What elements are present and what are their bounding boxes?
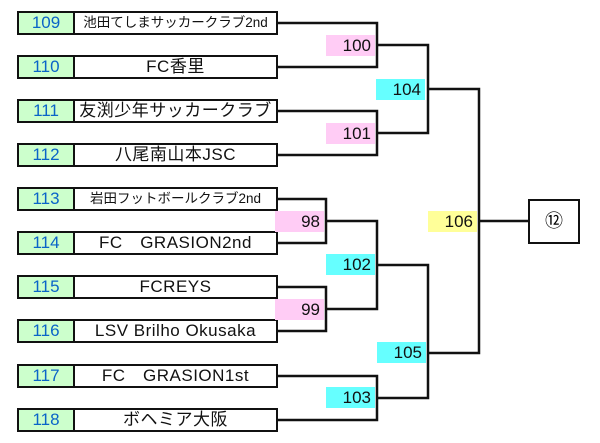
team-row: 116 LSV Brilho Okusaka xyxy=(17,319,278,343)
team-name: FCREYS xyxy=(139,277,212,296)
match-label-104: 104 xyxy=(376,79,425,100)
match-label-102: 102 xyxy=(326,254,375,275)
match-label-99: 99 xyxy=(275,299,324,320)
team-row: 110 FC香里 xyxy=(17,55,278,79)
team-name: 池田てしまサッカークラブ2nd xyxy=(83,15,268,30)
match-label-106: 106 xyxy=(428,211,477,232)
team-row: 109 池田てしまサッカークラブ2nd xyxy=(17,11,278,35)
team-number: 116 xyxy=(19,321,75,341)
team-number: 112 xyxy=(19,145,75,165)
team-name: 友渕少年サッカークラブ xyxy=(79,101,272,120)
team-name: LSV Brilho Okusaka xyxy=(94,321,257,340)
team-number: 109 xyxy=(19,13,75,33)
team-number: 117 xyxy=(19,366,75,386)
team-name: FC GRASION1st xyxy=(101,366,250,385)
match-label-101: 101 xyxy=(326,123,375,144)
team-name: ボヘミア大阪 xyxy=(123,410,228,429)
team-number: 114 xyxy=(19,233,75,253)
team-name: 八尾南山本JSC xyxy=(114,145,237,164)
team-number: 115 xyxy=(19,277,75,297)
team-number: 113 xyxy=(19,189,75,209)
match-label-100: 100 xyxy=(326,35,375,56)
team-name: 岩田フットボールクラブ2nd xyxy=(89,191,262,206)
team-row: 118 ボヘミア大阪 xyxy=(17,408,278,432)
team-number: 111 xyxy=(19,101,75,121)
match-label-105: 105 xyxy=(377,342,426,363)
team-row: 115 FCREYS xyxy=(17,275,278,299)
team-row: 114 FC GRASION2nd xyxy=(17,231,278,255)
team-number: 110 xyxy=(19,57,75,77)
match-label-103: 103 xyxy=(326,387,375,408)
team-row: 113 岩田フットボールクラブ2nd xyxy=(17,187,278,211)
final-slot-box: ⑫ xyxy=(528,199,580,244)
team-number: 118 xyxy=(19,410,75,430)
match-label-98: 98 xyxy=(275,211,324,232)
team-row: 117 FC GRASION1st xyxy=(17,364,278,388)
team-name: FC GRASION2nd xyxy=(99,233,252,252)
team-row: 112 八尾南山本JSC xyxy=(17,143,278,167)
team-name: FC香里 xyxy=(146,57,205,76)
